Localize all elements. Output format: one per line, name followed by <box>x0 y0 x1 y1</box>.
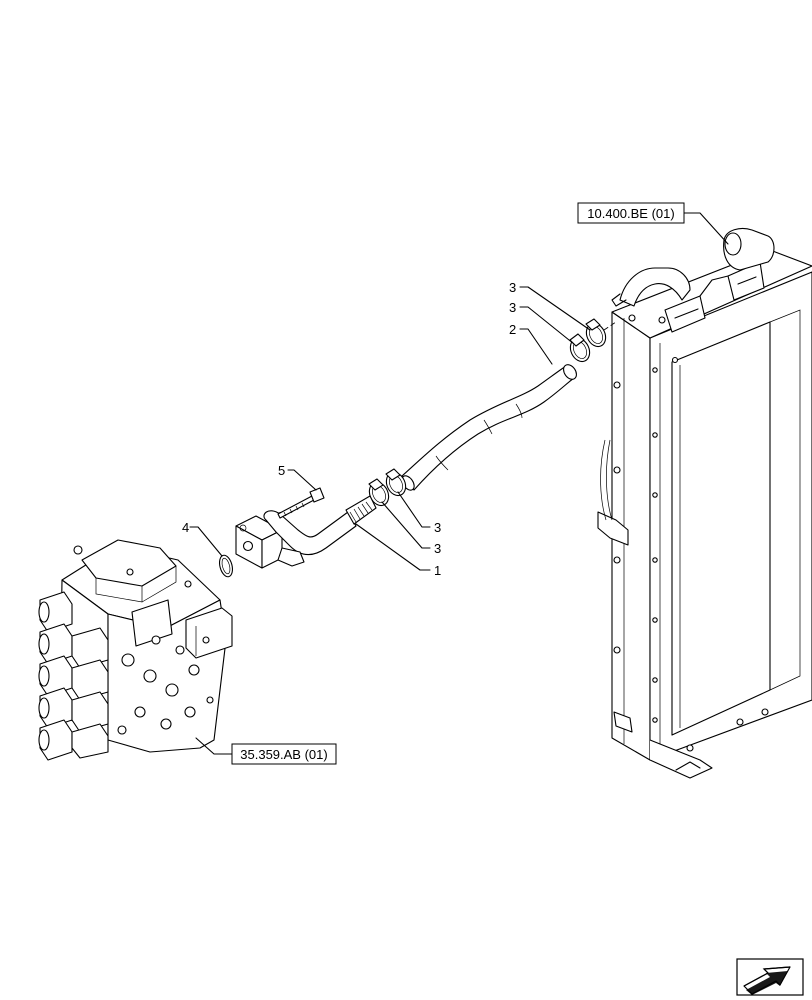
bolt-5 <box>277 487 325 519</box>
callout-3-top-a: 3 <box>509 280 516 295</box>
next-page-arrow-icon[interactable] <box>736 958 804 996</box>
callout-3-lower-a: 3 <box>434 520 441 535</box>
hose-2 <box>401 364 577 491</box>
callout-5: 5 <box>278 463 285 478</box>
frame-bolts <box>613 314 769 752</box>
control-valve-assembly <box>38 539 233 761</box>
svg-text:35.359.AB (01): 35.359.AB (01) <box>240 747 327 762</box>
callout-2: 2 <box>509 322 516 337</box>
radiator-assembly <box>597 227 812 779</box>
svg-text:10.400.BE (01): 10.400.BE (01) <box>587 206 674 221</box>
tube-fitting-1 <box>235 495 377 569</box>
reference-10-400-be[interactable]: 10.400.BE (01) <box>577 202 685 224</box>
callout-3-lower-b: 3 <box>434 541 441 556</box>
reference-35-359-ab[interactable]: 35.359.AB (01) <box>231 743 337 765</box>
leader-lines <box>189 212 729 755</box>
callout-4: 4 <box>182 520 189 535</box>
valve-solenoids <box>38 591 109 761</box>
o-ring-4 <box>218 554 234 578</box>
valve-ports <box>117 635 214 735</box>
callout-1: 1 <box>434 563 441 578</box>
callout-3-top-b: 3 <box>509 300 516 315</box>
